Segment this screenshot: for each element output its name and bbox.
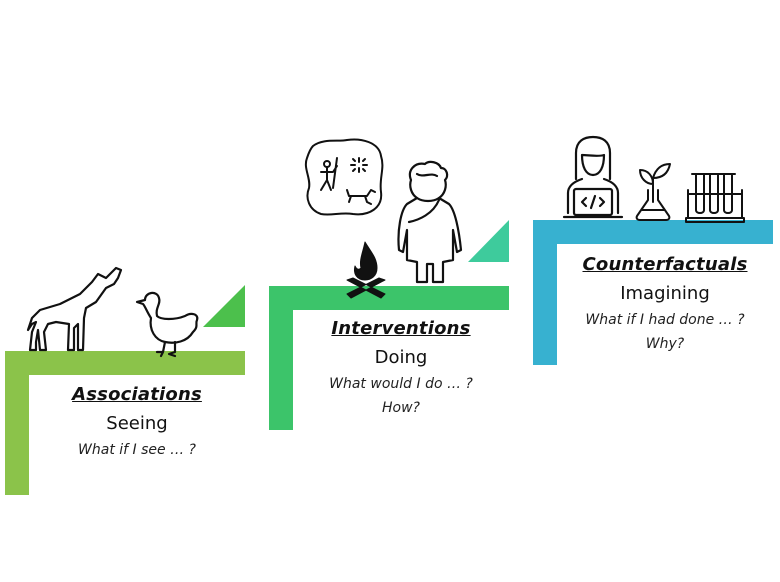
caveman-icon: [395, 160, 461, 286]
step2-subtitle: Doing: [374, 347, 428, 368]
step2-question: What would I do … ?: [329, 376, 473, 392]
step3-label: Counterfactuals Imagining What if I had …: [557, 254, 773, 352]
step2-horizontal-bar: [269, 286, 509, 310]
cave-painting-icon: [303, 138, 385, 218]
duck-icon: [135, 290, 201, 358]
step3-question-2: Why?: [645, 336, 685, 352]
step2-title: Interventions: [331, 318, 471, 339]
step1-arrow-triangle: [203, 285, 245, 327]
step1-question: What if I see … ?: [78, 442, 196, 458]
step3-subtitle: Imagining: [620, 283, 710, 304]
programmer-icon: [562, 135, 624, 221]
wolf-icon: [26, 268, 126, 354]
test-tubes-icon: [684, 170, 746, 222]
step1-vertical-bar: [5, 351, 29, 495]
step1-label: Associations Seeing What if I see … ?: [29, 384, 245, 458]
step3-vertical-bar: [533, 220, 557, 365]
step1-subtitle: Seeing: [106, 413, 168, 434]
step3-question: What if I had done … ?: [585, 312, 745, 328]
step2-arrow-triangle: [468, 220, 509, 262]
step2-label: Interventions Doing What would I do … ? …: [293, 318, 509, 416]
step3-horizontal-bar: [533, 220, 773, 244]
step1-horizontal-bar: [5, 351, 245, 375]
step2-question-2: How?: [382, 400, 420, 416]
step1-title: Associations: [72, 384, 202, 405]
step3-title: Counterfactuals: [582, 254, 748, 275]
campfire-icon: [343, 240, 389, 298]
step2-vertical-bar: [269, 286, 293, 430]
plant-flask-icon: [634, 160, 672, 222]
